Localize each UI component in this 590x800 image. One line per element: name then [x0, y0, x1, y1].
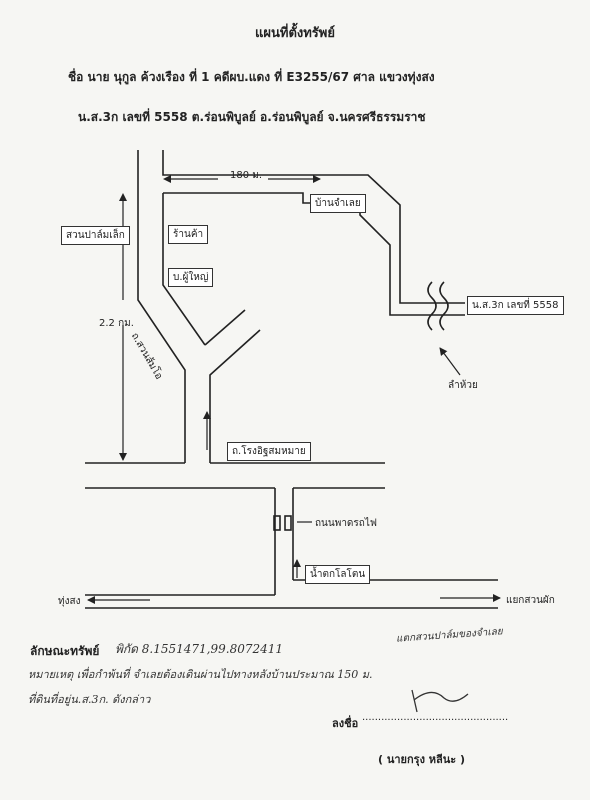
palm-garden-box: สวนปาล์มเล็ก [61, 226, 130, 245]
signer-name: ( นายกรุง หลีนะ ) [378, 753, 466, 766]
distance-top-label: 180 ม. [230, 170, 263, 181]
waterfall-box: น้ำตกโลโตน [305, 565, 371, 584]
branch-road-lower [209, 329, 261, 463]
main-road-right [162, 193, 206, 346]
page-title: แผนที่ตั้งทรัพย์ [255, 26, 335, 41]
headman-house-box: บ.ผู้ใหญ่ [168, 268, 214, 287]
property-label: ลักษณะทรัพย์ [30, 644, 100, 658]
signature-label: ลงชื่อ [332, 717, 359, 730]
junction-label: แยกสวนผัก [506, 595, 555, 606]
main-road-left [137, 150, 186, 463]
signature-line: ........................................… [362, 712, 509, 723]
handwritten-note-2: ที่ดินที่อยู่น.ส.3ก. ดังกล่าว [28, 693, 151, 706]
shop-box: ร้านค้า [168, 225, 209, 244]
thung-song-label: ทุ่งสง [58, 596, 81, 607]
distance-left-label: 2.2 กม. [99, 318, 134, 329]
branch-road-upper [204, 309, 246, 346]
defendant-house-box: บ้านจำเลย [310, 194, 366, 213]
stream-label: ลำห้วย [448, 380, 478, 391]
rail-crossing-label: ถนนพาดรถไฟ [315, 518, 377, 529]
brick-factory-road-box: ถ.โรงอิฐสมหมาย [227, 442, 311, 461]
case-line: ชื่อ นาย นุกูล ค้วงเรือง ที่ 1 คดีผบ.แดง… [68, 70, 435, 84]
coordinates-text: พิกัด 8.1551471,99.8072411 [115, 642, 284, 656]
deed-line: น.ส.3ก เลขที่ 5558 ต.ร่อนพิบูลย์ อ.ร่อนพ… [78, 110, 426, 124]
top-road-upper [162, 150, 465, 304]
deed-plot-box: น.ส.3ก เลขที่ 5558 [467, 296, 564, 315]
handwritten-note-1: หมายเหตุ เพื่อกำพ้นที่ จำเลยต้องเดินผ่าน… [28, 668, 373, 681]
